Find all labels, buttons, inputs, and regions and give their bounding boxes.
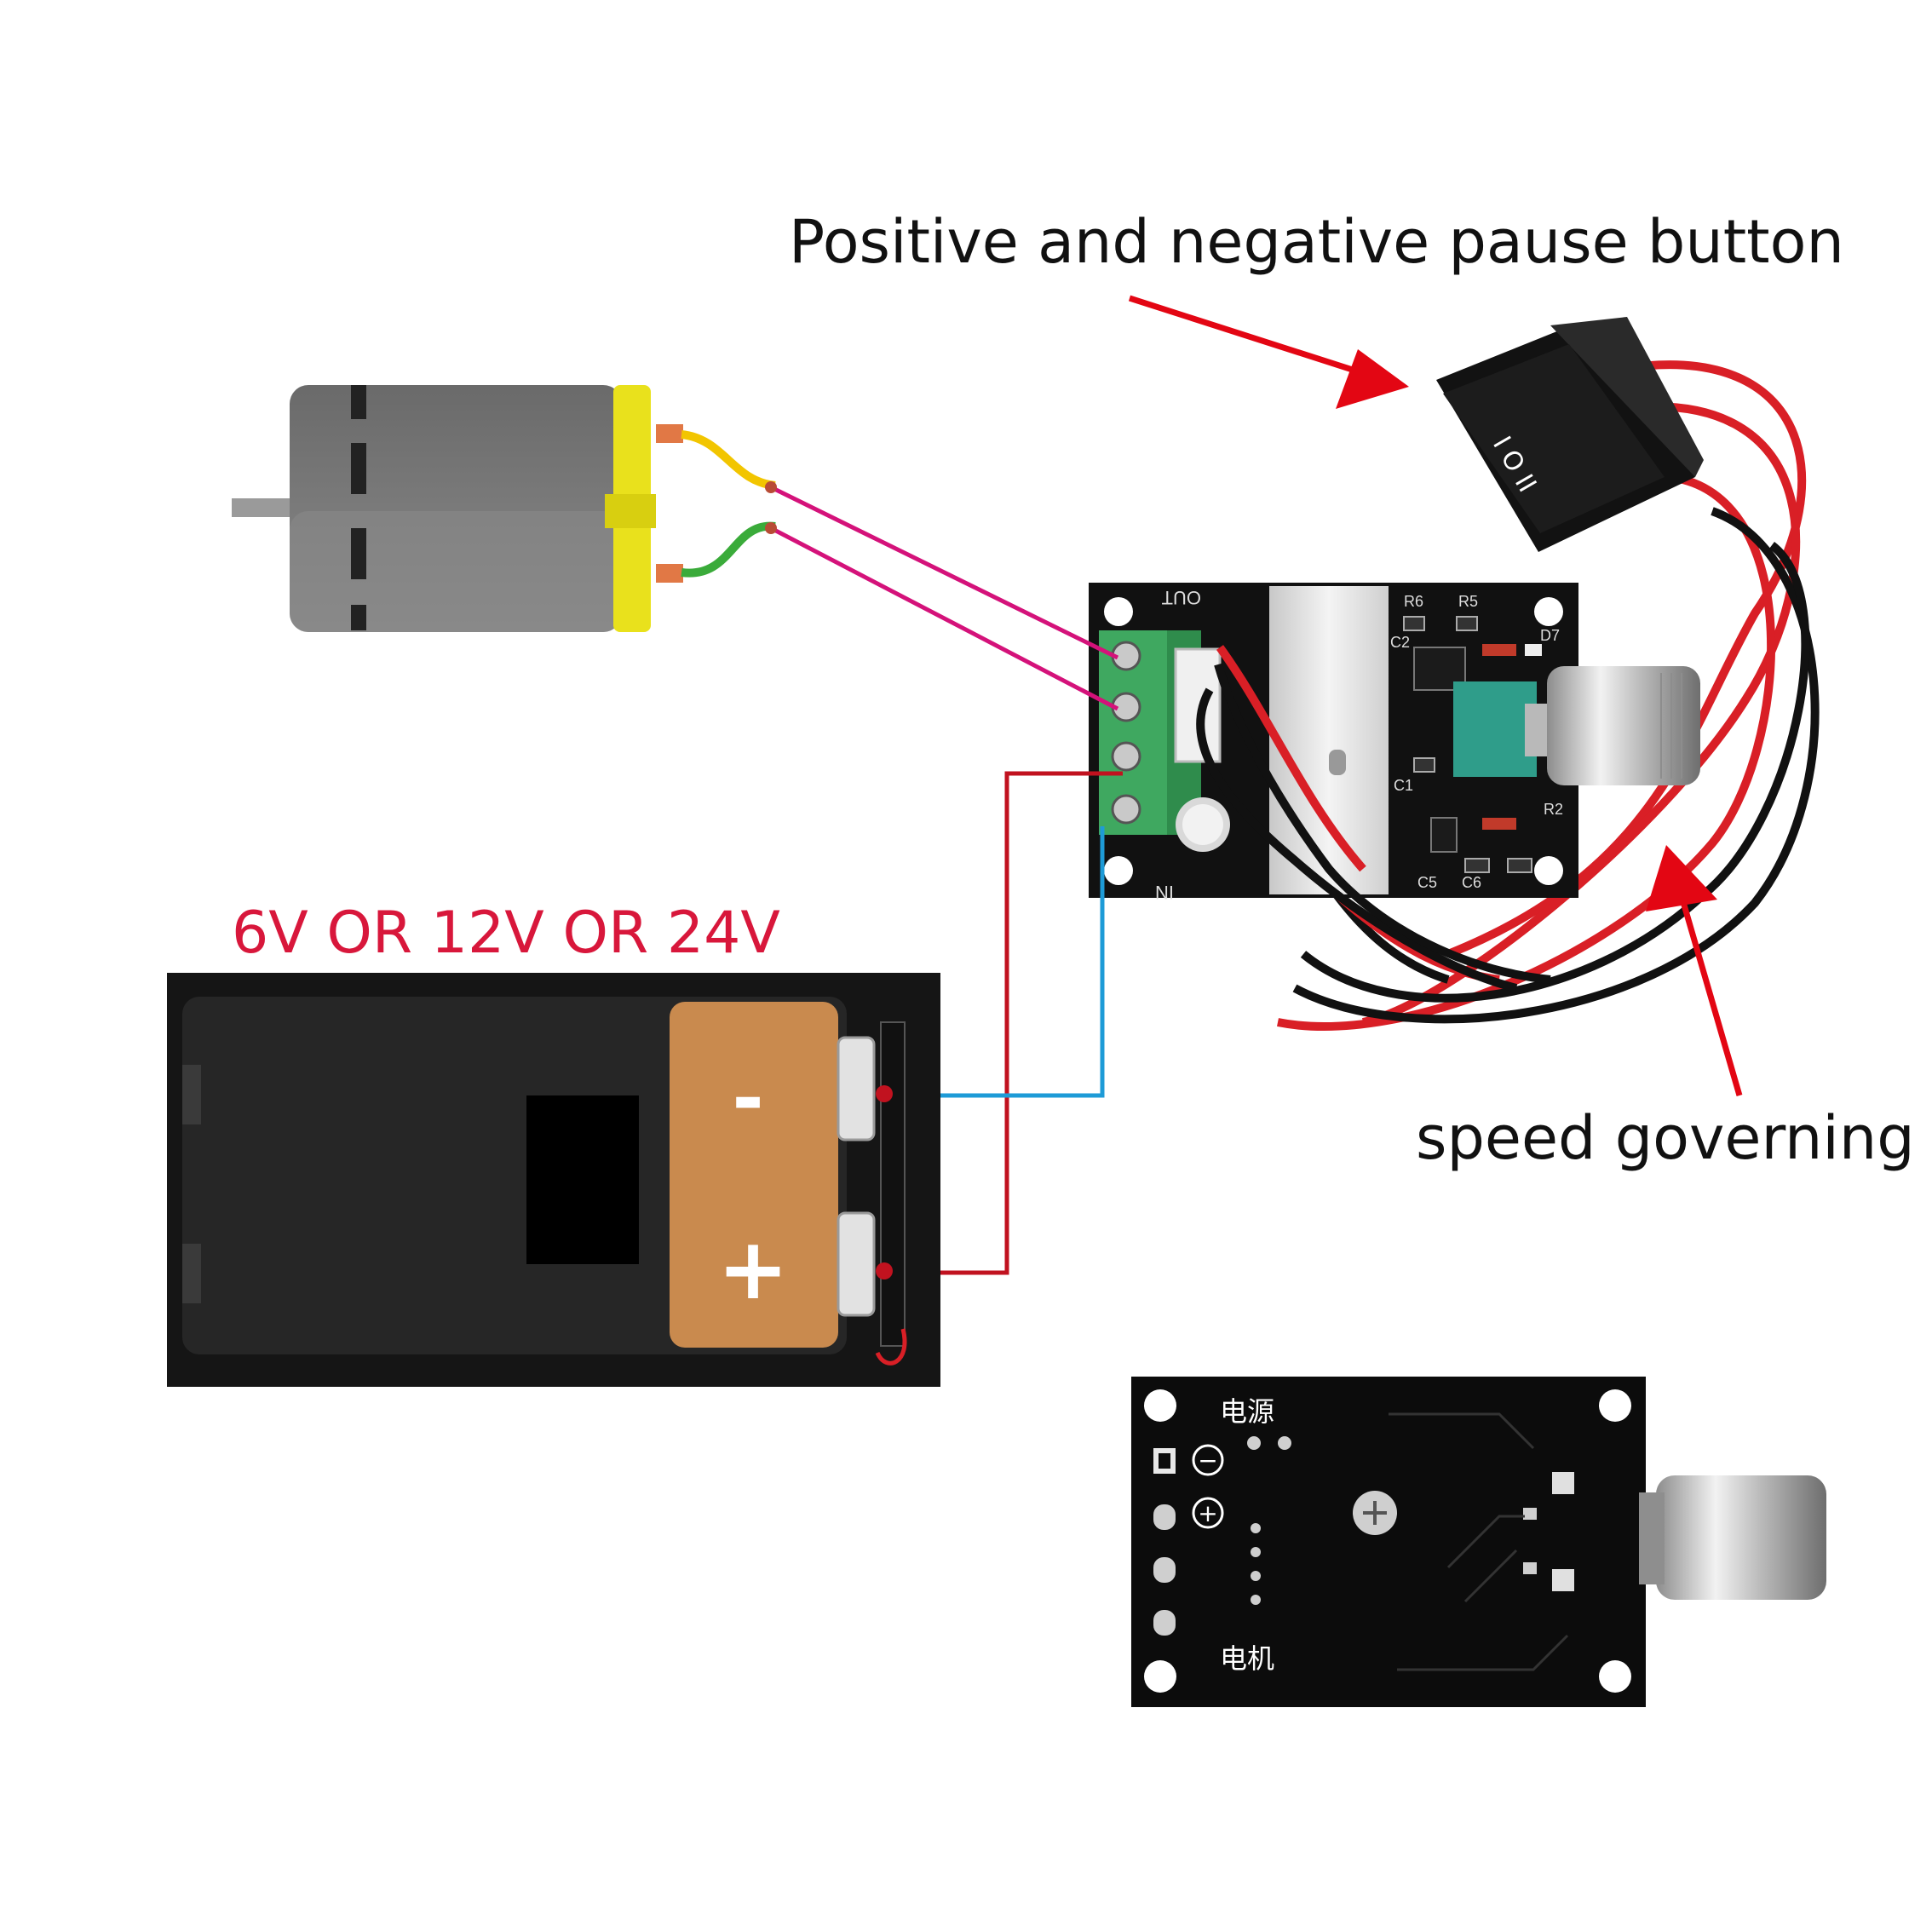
battery-wrap [670,1002,838,1348]
component-label-r5: R5 [1458,593,1478,610]
power-plus-symbol: + [1198,1499,1217,1527]
motor-terminal-bottom [656,564,683,583]
positive-supply-wire [881,771,1123,1275]
back-pads [1153,1436,1574,1636]
battery-window [526,1095,639,1264]
component-label-c1: C1 [1394,777,1413,794]
back-knob [1656,1475,1826,1600]
motor-label: 电机 [1220,1642,1274,1675]
component-label-r2: R2 [1544,801,1563,818]
switch-callout-label: Positive and negative pause button [789,207,1844,277]
motor-shaft [232,498,291,517]
speed-arrow [1646,845,1743,1096]
motor-wires [769,485,1119,711]
pwm-controller-front: OUT IN R6 [1089,583,1700,903]
battery-pack: - + [167,973,940,1387]
component-label-c2: C2 [1390,634,1410,651]
component-label-r6: R6 [1404,593,1423,610]
component-label-c5: C5 [1417,874,1437,891]
dc-motor [232,385,776,632]
battery-terminal-negative [837,1036,876,1141]
battery-minus-symbol: - [732,1054,763,1143]
battery-terminal-positive [837,1211,876,1317]
heatsink [1269,586,1389,894]
board-wire-loom [1196,645,1551,992]
screw [1353,1491,1397,1535]
header-connector [1174,647,1222,763]
component-label-d7: D7 [1540,627,1560,644]
in-label: IN [1155,882,1174,903]
switch-arrow [1128,295,1409,409]
voltage-label: 6V OR 12V OR 24V [232,900,780,967]
battery-plus-symbol: + [717,1219,789,1319]
pcb-back [1131,1377,1646,1707]
component-label-c6: C6 [1462,874,1481,891]
power-label: 电源 [1220,1395,1274,1428]
potentiometer-body [1453,681,1537,777]
motor-terminal-top [656,424,683,443]
motor-wire-2 [769,526,1119,711]
speed-callout-label: speed governing [1416,1103,1915,1173]
speed-knob [1547,666,1700,785]
out-label: OUT [1162,587,1201,608]
motor-wire-1 [769,485,1119,660]
motor-lead-green [681,521,776,578]
pwm-controller-back: 电源 电机 − + [1131,1377,1826,1707]
power-plus-mark [1192,1497,1224,1529]
capacitor [1176,797,1230,852]
motor-lead-yellow [681,430,776,490]
rocker-switch: I O II [1436,317,1704,552]
terminal-screws [1111,641,1141,825]
power-minus-mark [1192,1444,1224,1476]
power-minus-symbol: − [1198,1446,1217,1475]
